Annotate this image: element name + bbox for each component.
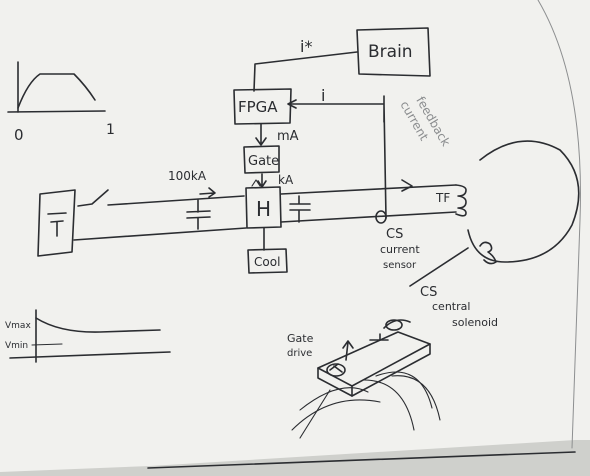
fpga-to-gate-arrow xyxy=(255,123,267,146)
tf-coil: TF xyxy=(435,184,467,217)
current-100ka-label: 100kA xyxy=(168,169,207,183)
voltage-decay-plot: Vmax Vmin xyxy=(5,309,171,363)
ma-label: mA xyxy=(277,129,299,144)
svg-text:current: current xyxy=(380,243,420,256)
svg-text:sensor: sensor xyxy=(383,260,417,271)
current-arrow xyxy=(199,187,216,198)
vmin-label: Vmin xyxy=(5,341,28,351)
fpga-label: FPGA xyxy=(238,98,278,116)
bottom-rail-wire xyxy=(73,227,247,241)
i-star-label: i* xyxy=(300,37,312,56)
output-bottom-wire xyxy=(280,211,457,223)
gate-drive-note: Gate drive xyxy=(287,332,314,359)
brain-to-fpga-wire xyxy=(253,51,358,92)
vmax-label: Vmax xyxy=(5,321,31,331)
current-sensor-note: CS current sensor xyxy=(380,227,420,271)
left-capacitor xyxy=(186,199,211,230)
gate-drive-sketch xyxy=(291,319,441,439)
switch xyxy=(77,189,109,207)
axis-zero-label: 0 xyxy=(14,126,24,144)
axis-one-label: 1 xyxy=(106,122,115,138)
whiteboard-bottom-edge xyxy=(147,451,576,469)
cs-coil xyxy=(409,241,497,287)
tf-label: TF xyxy=(435,191,450,205)
current-feedback-wire xyxy=(287,95,387,219)
cool-label: Cool xyxy=(254,255,280,269)
cool-block: Cool xyxy=(247,248,288,274)
right-capacitor xyxy=(289,195,311,223)
output-top-wire xyxy=(280,184,457,195)
h-label: H xyxy=(256,197,271,221)
svg-text:solenoid: solenoid xyxy=(452,316,498,329)
trapezoid-waveform: 0 1 xyxy=(7,61,115,144)
output-arrow xyxy=(401,179,413,192)
whiteboard-right-edge xyxy=(537,0,581,449)
svg-text:central: central xyxy=(432,300,470,313)
power-source xyxy=(37,189,76,257)
gate-block: Gate xyxy=(243,145,280,174)
gate-label: Gate xyxy=(248,154,279,169)
svg-text:CS: CS xyxy=(420,285,437,300)
top-rail-wire xyxy=(107,195,245,206)
cs-solenoid-note: CS central solenoid xyxy=(420,285,498,329)
svg-text:Gate: Gate xyxy=(287,332,314,345)
svg-text:CS: CS xyxy=(386,227,403,242)
h-bridge-block: H xyxy=(245,179,282,229)
brain-block: Brain xyxy=(356,27,431,77)
current-sensor-marker xyxy=(375,210,387,224)
current-ka-label: kA xyxy=(278,173,294,187)
brain-label: Brain xyxy=(368,42,413,62)
fpga-block: FPGA xyxy=(233,88,292,125)
i-label: i xyxy=(321,86,325,105)
svg-text:drive: drive xyxy=(287,348,312,359)
